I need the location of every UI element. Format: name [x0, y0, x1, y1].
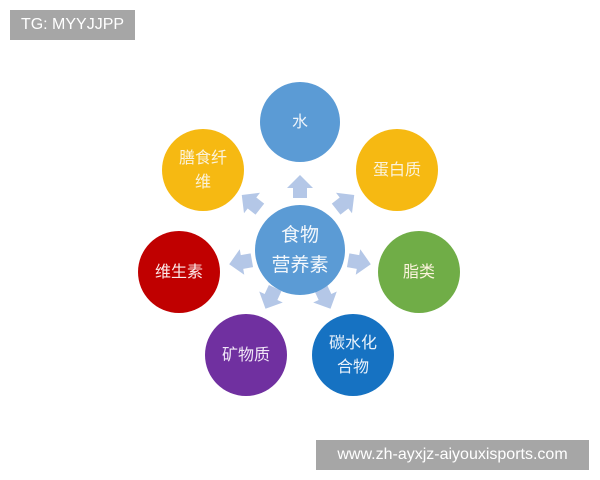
- node-vitamin: 维生素: [138, 231, 220, 313]
- center-line1: 食物: [280, 224, 319, 246]
- node-label: 碳水化: [328, 333, 377, 352]
- node-protein: 蛋白质: [356, 129, 438, 211]
- center-node-food-nutrients: 食物 营养素: [255, 205, 345, 295]
- arrow-upper-left-icon: [233, 184, 268, 220]
- node-label: 合物: [336, 357, 369, 376]
- node-label: 蛋白质: [372, 160, 421, 179]
- node-label: 矿物质: [221, 345, 270, 364]
- arrow-right-icon: [345, 247, 374, 278]
- node-label: 维: [194, 172, 211, 191]
- node-dietary-fiber: 膳食纤 维: [162, 129, 244, 211]
- node-water: 水: [260, 82, 340, 162]
- watermark-top: TG: MYYJJPP: [10, 10, 135, 40]
- center-line2: 营养素: [271, 254, 329, 276]
- arrow-up-icon: [287, 175, 313, 198]
- node-label: 脂类: [402, 262, 435, 281]
- arrow-upper-right-icon: [328, 184, 363, 220]
- watermark-bottom: www.zh-ayxjz-aiyouxisports.com: [316, 440, 589, 470]
- node-label: 膳食纤: [178, 148, 227, 167]
- node-label: 水: [291, 112, 308, 131]
- node-mineral: 矿物质: [205, 314, 287, 396]
- arrow-left-icon: [226, 247, 255, 278]
- node-fat: 脂类: [378, 231, 460, 313]
- node-label: 维生素: [154, 262, 203, 281]
- node-carbohydrate: 碳水化 合物: [312, 314, 394, 396]
